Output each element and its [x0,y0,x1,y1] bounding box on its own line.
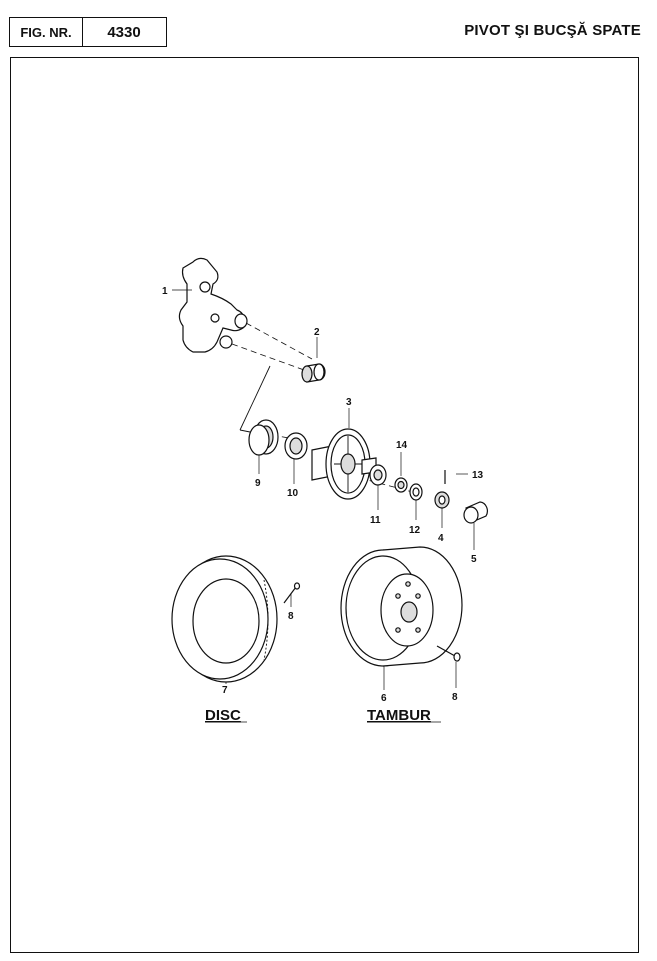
part-8-bolt-drum [436,645,461,662]
callout-10: 10 [287,488,299,499]
part-2-bushing [301,363,326,383]
part-12-washer [409,483,423,501]
callout-8-disc: 8 [288,611,294,622]
callout-8-drum: 8 [452,692,458,703]
figure-number-label: FIG. NR. [9,17,83,47]
callout-1: 1 [162,286,168,297]
callout-7: 7 [222,685,228,696]
part-1-pivot [178,257,248,353]
callout-6: 6 [381,693,387,704]
callout-12: 12 [409,525,421,536]
part-3-hub [311,428,377,500]
callout-2: 2 [314,327,320,338]
callout-14: 14 [396,440,408,451]
figure-number-value: 4330 [82,17,167,47]
callout-3: 3 [346,397,352,408]
part-6-brake-drum [340,546,463,667]
callout-5: 5 [471,554,477,565]
callout-4: 4 [438,533,444,544]
page-title: PIVOT ŞI BUCŞĂ SPATE [464,22,641,39]
part-7-brake-disc [171,555,278,683]
leader-lines [172,289,475,690]
callout-11: 11 [370,515,381,526]
part-4-nut [434,491,450,509]
section-label-disc: DISC [205,707,241,724]
diagram-frame [10,57,639,953]
part-9-seal [248,419,279,456]
callout-9: 9 [255,478,261,489]
section-label-tambur: TAMBUR [367,707,431,724]
callout-13: 13 [472,470,484,481]
part-14-washer [394,477,408,493]
part-5-cap [463,501,488,524]
part-8-bolt-disc [283,582,301,604]
part-10-bearing [284,432,308,460]
part-11-bearing [369,464,387,486]
